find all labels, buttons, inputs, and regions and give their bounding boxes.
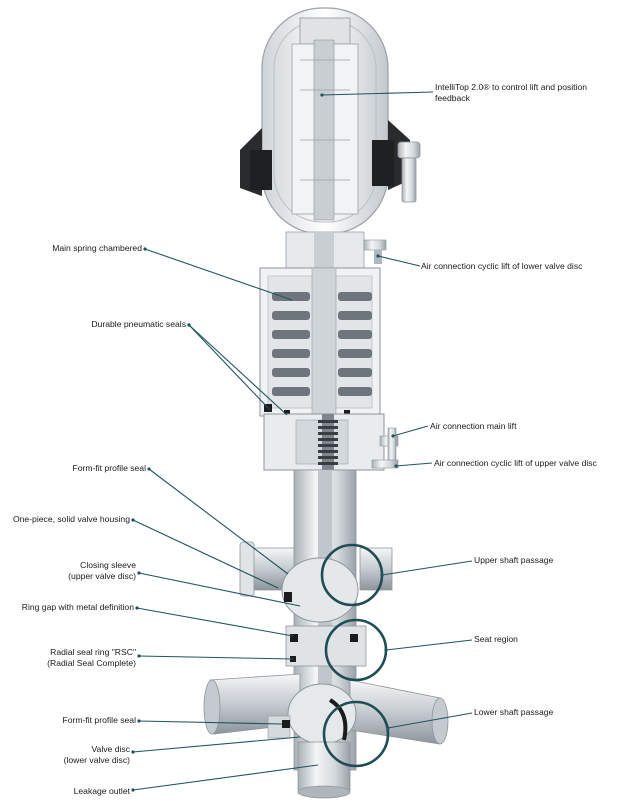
spring-coil [272, 368, 310, 377]
stem-coil [318, 444, 338, 447]
stem-coil [318, 450, 338, 453]
spring-coil [338, 387, 372, 396]
lantern-neck [285, 231, 387, 269]
spring-coil [272, 330, 310, 339]
spring-coil [338, 292, 372, 301]
leader-form-fit-upper-dot [147, 467, 151, 471]
leader-air-main-lift [392, 425, 429, 437]
spring-coil [272, 387, 310, 396]
valve-housing [203, 469, 449, 799]
label-leakage-outlet: Leakage outlet [73, 786, 130, 796]
stem-coil [318, 438, 338, 441]
leader-closing-sleeve-dot [137, 571, 141, 575]
leader-valve-disc-dot [131, 750, 135, 754]
stem-coil [318, 426, 338, 429]
leader-pneumatic-seal-b-dot [187, 323, 191, 327]
leader-radial-seal-dot [137, 654, 141, 658]
stem-coil [318, 456, 338, 459]
leader-lower-shaft [387, 712, 473, 729]
leader-pneumatic-seal-b [188, 324, 288, 416]
spring-coil [338, 330, 372, 339]
spring-coil [338, 311, 372, 320]
leader-main-spring [144, 248, 293, 301]
label-air-cyclic-upper: Air connection cyclic lift of upper valv… [434, 458, 597, 468]
stem-coil [318, 462, 338, 465]
label-valve-disc: Valve disc (lower valve disc) [63, 744, 130, 765]
spring-coil [272, 349, 310, 358]
leader-valve-disc [132, 736, 301, 753]
leader-one-piece-housing [132, 519, 279, 589]
leader-leakage-outlet [132, 764, 319, 791]
leader-form-fit-lower-dot [137, 719, 141, 723]
stem-coil [318, 420, 338, 423]
leader-intellitop-dot [320, 93, 324, 97]
leader-form-fit-lower [138, 720, 283, 725]
leader-air-cyclic-upper-dot [394, 464, 398, 468]
label-ring-gap: Ring gap with metal definition [21, 602, 134, 612]
leader-intellitop [321, 91, 434, 96]
intellitop-control-head [240, 7, 421, 235]
leader-ring-gap [136, 607, 294, 637]
label-lower-shaft-passage: Lower shaft passage [474, 707, 554, 717]
label-durable-pneumatic-seals: Durable pneumatic seals [91, 319, 186, 329]
label-radial-seal-ring: Radial seal ring "RSC" (Radial Seal Comp… [47, 647, 136, 668]
spring-coil [338, 368, 372, 377]
spring-coil [338, 349, 372, 358]
label-intellitop: IntelliTop 2.0® to control lift and posi… [435, 82, 588, 103]
leader-form-fit-upper [148, 468, 289, 575]
lower-shaft-passage-circle [322, 700, 390, 768]
spring-coil [272, 311, 310, 320]
leader-seat-region-dot [384, 648, 388, 652]
leader-radial-seal [138, 655, 294, 660]
leader-closing-sleeve [138, 572, 301, 607]
label-air-main-lift: Air connection main lift [430, 421, 517, 431]
leader-lower-shaft-dot [386, 726, 390, 730]
label-one-piece-valve-housing: One-piece, solid valve housing [12, 514, 130, 524]
leader-air-main-lift-dot [391, 434, 395, 438]
leader-upper-shaft [381, 560, 473, 576]
leader-one-piece-housing-dot [131, 518, 135, 522]
label-upper-shaft-passage: Upper shaft passage [474, 555, 554, 565]
leader-air-cyclic-lower [377, 255, 421, 267]
label-closing-sleeve: Closing sleeve (upper valve disc) [68, 560, 136, 581]
leader-ring-gap-dot [135, 606, 139, 610]
stem-coil [318, 432, 338, 435]
leader-leakage-outlet-dot [131, 788, 135, 792]
leader-air-cyclic-lower-dot [376, 254, 380, 258]
actuator-spring-chamber [259, 267, 399, 474]
label-form-fit-profile-seal-upper: Form-fit profile seal [72, 463, 146, 473]
label-seat-region: Seat region [474, 634, 518, 644]
leader-seat-region [385, 639, 473, 651]
leader-pneumatic-seal-a [188, 324, 271, 411]
spring-coil [272, 292, 310, 301]
leader-upper-shaft-dot [380, 573, 384, 577]
leader-air-cyclic-upper [395, 462, 433, 467]
label-main-spring-chambered: Main spring chambered [52, 243, 142, 253]
label-form-fit-profile-seal-lower: Form-fit profile seal [62, 715, 136, 725]
label-air-cyclic-lower: Air connection cyclic lift of lower valv… [421, 261, 583, 271]
leader-main-spring-dot [143, 247, 147, 251]
